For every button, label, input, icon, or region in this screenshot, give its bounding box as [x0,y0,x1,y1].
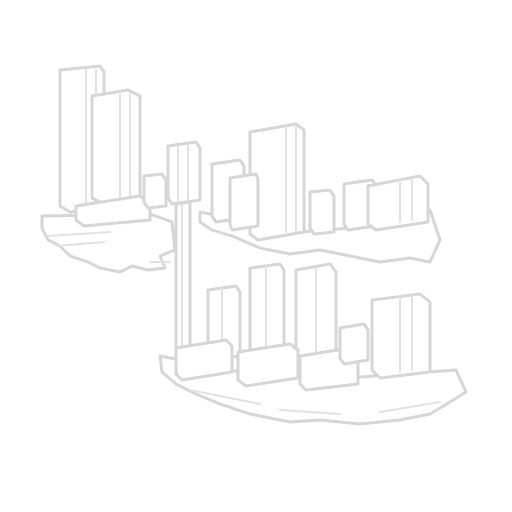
upper-right-cluster-c [366,174,430,232]
lower-front-block-b [236,342,300,388]
upper-mid-tower [90,88,142,206]
lower-island [158,262,468,426]
connector-tower-top [166,140,202,206]
upper-island-ledge [47,231,171,263]
upper-low-block [74,194,152,228]
lower-front-block-a [174,338,234,382]
upper-left-island [40,64,177,274]
upper-right-cluster-a [308,188,336,236]
connector-tower [166,140,202,376]
upper-island-rock [40,212,177,274]
upper-right-slab [248,122,306,242]
lower-small-block [338,322,370,366]
upper-right-island [198,122,442,264]
upper-small-block [142,172,168,210]
